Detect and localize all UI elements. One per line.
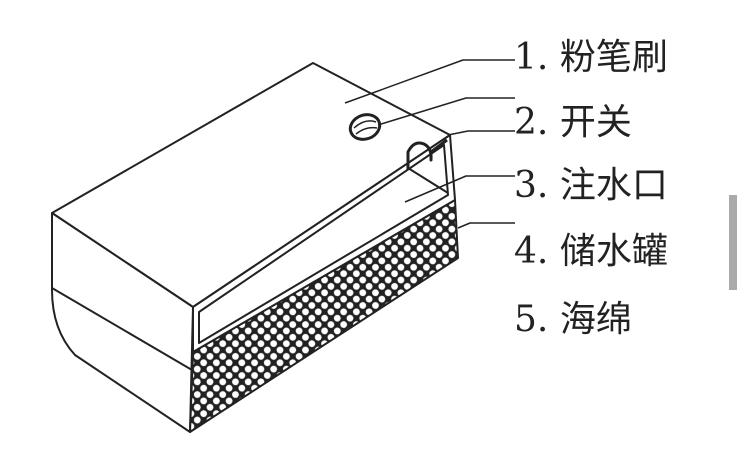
label-chalk-eraser: 1. 粉笔刷 bbox=[514, 38, 668, 78]
label-text: 粉笔刷 bbox=[559, 37, 668, 78]
switch-icon bbox=[348, 113, 382, 141]
label-text: 开关 bbox=[559, 102, 632, 143]
label-number: 3. bbox=[514, 165, 549, 206]
label-water-inlet: 3. 注水口 bbox=[514, 166, 668, 206]
label-number: 1. bbox=[514, 37, 549, 78]
label-number: 2. bbox=[514, 102, 549, 143]
water-tank-side bbox=[192, 134, 456, 353]
edge-bar bbox=[729, 195, 737, 290]
label-text: 储水罐 bbox=[559, 231, 668, 272]
label-water-tank: 4. 储水罐 bbox=[514, 232, 668, 272]
tank-inner-wall bbox=[198, 144, 449, 344]
label-number: 4. bbox=[514, 231, 549, 272]
label-text: 注水口 bbox=[559, 165, 668, 206]
label-number: 5. bbox=[514, 299, 549, 340]
label-switch: 2. 开关 bbox=[514, 103, 632, 143]
leader-line-4 bbox=[404, 175, 515, 203]
water-inlet bbox=[406, 138, 448, 170]
label-sponge: 5. 海绵 bbox=[514, 300, 632, 340]
leader-line-3 bbox=[447, 130, 515, 136]
front-seam bbox=[51, 287, 193, 371]
leader-line-2 bbox=[377, 97, 515, 126]
leader-line-1 bbox=[344, 59, 515, 104]
label-text: 海绵 bbox=[559, 299, 632, 340]
front-face bbox=[51, 212, 194, 433]
leader-line-5 bbox=[457, 222, 515, 229]
